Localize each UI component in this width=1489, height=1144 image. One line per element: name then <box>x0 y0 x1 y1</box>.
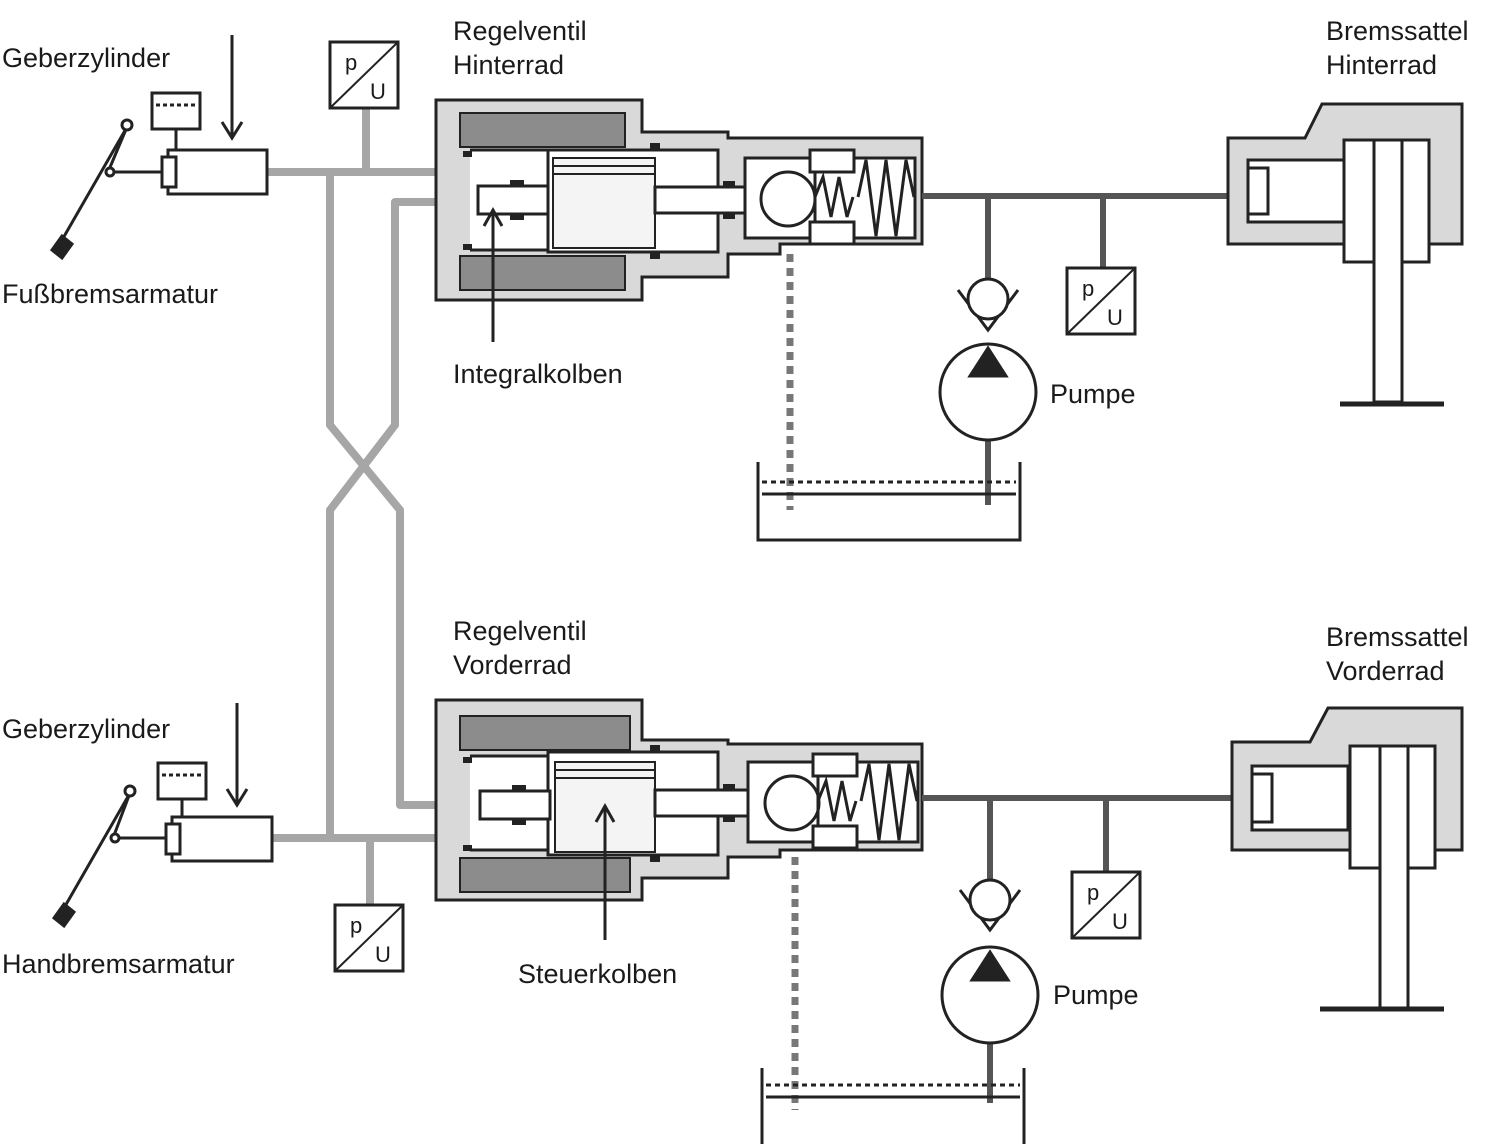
label-pumpe-top: Pumpe <box>1050 379 1136 409</box>
master-cylinder-bottom <box>156 703 274 863</box>
svg-text:p: p <box>1087 880 1099 905</box>
return-lines <box>786 254 799 1110</box>
svg-text:U: U <box>370 79 386 104</box>
label-integralkolben: Integralkolben <box>453 359 623 389</box>
pressure-sensor-2: p U <box>1065 266 1137 336</box>
svg-text:p: p <box>350 913 362 938</box>
label-bremssattel-vorderrad-2: Vorderrad <box>1326 656 1445 686</box>
pressure-sensor-3: p U <box>333 903 405 973</box>
label-bremssattel-hinterrad: Bremssattel <box>1326 16 1469 46</box>
control-valve-front <box>434 698 924 902</box>
label-geberzylinder-bottom: Geberzylinder <box>2 714 170 744</box>
pump-top <box>938 277 1038 442</box>
pressure-sensor-1: p U <box>328 40 400 110</box>
pump-bottom <box>940 878 1040 1045</box>
label-regelventil-vorderrad-2: Vorderrad <box>453 650 572 680</box>
labels: Geberzylinder Fußbremsarmatur Regelventi… <box>2 16 1469 1010</box>
svg-text:p: p <box>1082 276 1094 301</box>
label-bremssattel-vorderrad: Bremssattel <box>1326 622 1469 652</box>
control-valve-rear <box>434 98 924 302</box>
reservoir-top <box>756 462 1022 542</box>
hand-brake-lever <box>51 784 172 929</box>
label-geberzylinder-top: Geberzylinder <box>2 43 170 73</box>
hydraulic-lines <box>922 193 1252 1103</box>
label-regelventil-hinterrad-2: Hinterrad <box>453 50 564 80</box>
label-fussbremsarmatur: Fußbremsarmatur <box>2 279 218 309</box>
control-piston-arrow <box>594 802 616 940</box>
svg-text:U: U <box>1112 909 1128 934</box>
label-pumpe-bottom: Pumpe <box>1053 980 1139 1010</box>
svg-text:U: U <box>375 942 391 967</box>
integral-piston-arrow <box>482 206 504 342</box>
label-bremssattel-hinterrad-2: Hinterrad <box>1326 50 1437 80</box>
brake-fluid-pipes <box>267 108 480 905</box>
brake-caliper-front <box>1230 706 1464 1012</box>
label-regelventil-vorderrad: Regelventil <box>453 616 587 646</box>
pressure-sensor-4: p U <box>1070 870 1142 940</box>
brake-caliper-rear <box>1226 102 1464 407</box>
svg-text:p: p <box>345 50 357 75</box>
svg-text:U: U <box>1107 305 1123 330</box>
foot-brake-lever <box>49 118 168 261</box>
label-steuerkolben: Steuerkolben <box>518 959 677 989</box>
label-handbremsarmatur: Handbremsarmatur <box>2 949 235 979</box>
master-cylinder-top <box>150 35 269 196</box>
reservoir-bottom <box>760 1068 1026 1144</box>
label-regelventil-hinterrad: Regelventil <box>453 16 587 46</box>
